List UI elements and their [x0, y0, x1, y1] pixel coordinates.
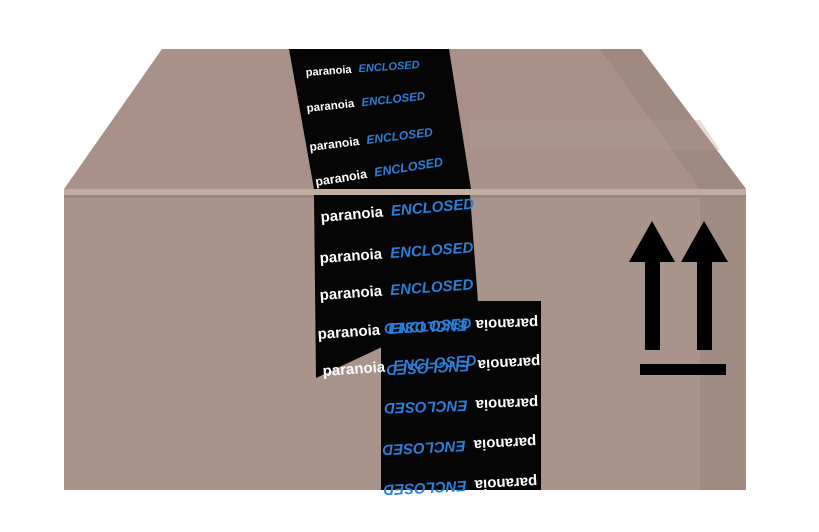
- svg-text:paranoia ENCLOSED: paranoia ENCLOSED: [386, 353, 541, 378]
- baseline-bar: [640, 364, 726, 375]
- box-top-right-shade: [600, 49, 746, 189]
- tape-label-lower-1: paranoia ENCLOSED: [384, 314, 539, 336]
- arrow-up-icon: [681, 221, 728, 350]
- svg-text:paranoia ENCLOSED: paranoia ENCLOSED: [319, 276, 474, 304]
- tape-label-front-2: paranoia ENCLOSED: [319, 239, 474, 267]
- tape-label-lower-2: paranoia ENCLOSED: [386, 353, 541, 378]
- tape-label-front-5: paranoia ENCLOSED: [322, 352, 477, 380]
- arrow-up-icon: [629, 221, 675, 350]
- tape-label-front-4: paranoia ENCLOSED: [317, 315, 472, 343]
- tape-label-lower-3: paranoia ENCLOSED: [384, 394, 539, 416]
- tape-front-upper: [314, 195, 478, 378]
- tape-label-front-3: paranoia ENCLOSED: [319, 276, 474, 304]
- tape-label-lower-4: paranoia ENCLOSED: [382, 433, 537, 458]
- box-edge: [64, 189, 746, 195]
- this-way-up-icon: [629, 221, 728, 375]
- svg-text:paranoia ENCLOSED: paranoia ENCLOSED: [383, 473, 538, 498]
- tape-top: [289, 49, 471, 189]
- tape-label-lower-5: paranoia ENCLOSED: [383, 473, 538, 498]
- svg-text:paranoia ENCLOSED: paranoia ENCLOSED: [322, 352, 477, 380]
- tape-front-lower: [381, 301, 541, 490]
- svg-text:paranoia ENCLOSED: paranoia ENCLOSED: [384, 314, 539, 336]
- svg-text:paranoia ENCLOSED: paranoia ENCLOSED: [305, 59, 420, 79]
- tape-label-top-1: paranoia ENCLOSED: [305, 59, 420, 79]
- svg-text:paranoia ENCLOSED: paranoia ENCLOSED: [317, 315, 472, 343]
- svg-text:paranoia ENCLOSED: paranoia ENCLOSED: [319, 239, 474, 267]
- box-top-highlight: [470, 120, 720, 150]
- svg-text:paranoia ENCLOSED: paranoia ENCLOSED: [382, 433, 537, 458]
- svg-text:paranoia ENCLOSED: paranoia ENCLOSED: [384, 394, 539, 416]
